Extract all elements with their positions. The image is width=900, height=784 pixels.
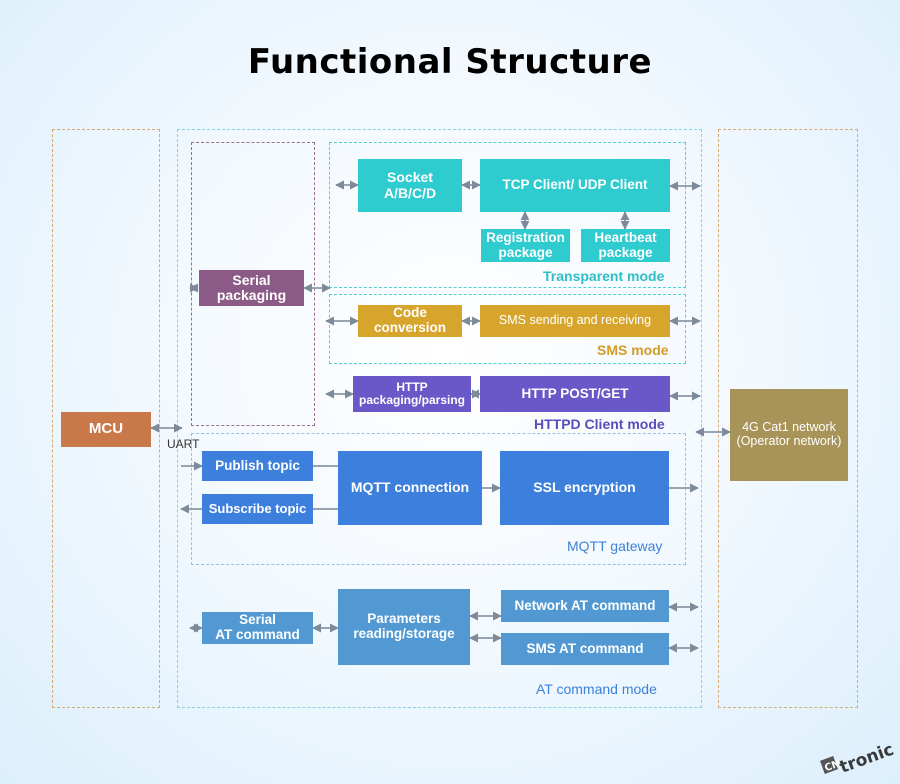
tcp-udp-client-box: TCP Client/ UDP Client: [480, 159, 670, 212]
network-at-command-label: Network AT command: [514, 597, 656, 613]
uart-label: UART: [167, 437, 200, 451]
socket-line2: A/B/C/D: [383, 184, 437, 201]
mqtt-connection-box: MQTT connection: [338, 451, 482, 525]
tcp-udp-client-label: TCP Client/ UDP Client: [502, 177, 648, 193]
at-command-mode-label: AT command mode: [536, 681, 657, 697]
mqtt-gateway-frame: [191, 433, 686, 565]
transparent-mode-frame: [329, 142, 686, 288]
code-conversion-line1: Code: [393, 305, 427, 321]
network-frame: [718, 129, 858, 708]
parameters-line1: Parameters: [367, 611, 441, 627]
network-line2: (Operator network): [736, 434, 842, 448]
code-conversion-line2: conversion: [373, 320, 447, 335]
mcu-box: MCU: [61, 412, 151, 447]
http-packaging-line2: packaging/parsing: [358, 393, 466, 407]
sms-sending-box: SMS sending and receiving: [480, 305, 670, 337]
mcu-label: MCU: [88, 420, 124, 438]
network-box: 4G Cat1 network (Operator network): [730, 389, 848, 481]
httpd-client-mode-label: HTTPD Client mode: [534, 416, 665, 432]
module-frame: [177, 129, 702, 708]
registration-package-box: Registration package: [481, 229, 570, 262]
parameters-line2: reading/storage: [353, 626, 455, 641]
serial-packaging-line1: Serial: [232, 271, 271, 288]
serial-at-line1: Serial: [239, 612, 276, 628]
heartbeat-line2: package: [598, 244, 653, 260]
ssl-encryption-label: SSL encryption: [533, 479, 636, 496]
serial-at-line2: AT command: [215, 627, 300, 642]
cntronic-logo: CN tronic: [820, 740, 897, 778]
sms-sending-label: SMS sending and receiving: [498, 313, 652, 328]
svg-text:tronic: tronic: [837, 740, 897, 778]
serial-packaging-line2: packaging: [216, 287, 287, 303]
subscribe-topic-label: Subscribe topic: [208, 500, 307, 516]
network-line1: 4G Cat1 network: [742, 420, 836, 435]
mqtt-gateway-label: MQTT gateway: [567, 538, 663, 554]
mcu-frame: [52, 129, 160, 708]
ssl-encryption-box: SSL encryption: [500, 451, 669, 525]
svg-text:CN: CN: [823, 759, 842, 775]
serial-packaging-box: Serial packaging: [199, 270, 304, 306]
parameters-box: Parameters reading/storage: [338, 589, 470, 665]
socket-line1: Socket: [387, 169, 433, 186]
subscribe-topic-box: Subscribe topic: [202, 494, 313, 524]
sms-mode-frame: [329, 294, 686, 364]
heartbeat-line1: Heartbeat: [594, 229, 657, 245]
transparent-mode-label: Transparent mode: [543, 268, 665, 284]
publish-topic-label: Publish topic: [215, 457, 300, 473]
heartbeat-package-box: Heartbeat package: [581, 229, 670, 262]
registration-line2: package: [498, 244, 553, 260]
sms-at-command-label: SMS AT command: [526, 640, 644, 656]
sms-at-command-box: SMS AT command: [501, 633, 669, 665]
http-post-get-box: HTTP POST/GET: [480, 376, 670, 412]
http-packaging-line1: HTTP: [396, 379, 428, 394]
publish-topic-box: Publish topic: [202, 451, 313, 481]
code-conversion-box: Code conversion: [358, 305, 462, 337]
serial-at-command-box: Serial AT command: [202, 612, 313, 644]
registration-line1: Registration: [486, 229, 565, 245]
socket-box: Socket A/B/C/D: [358, 159, 462, 212]
network-at-command-box: Network AT command: [501, 590, 669, 622]
mqtt-connection-label: MQTT connection: [350, 479, 470, 496]
http-packaging-box: HTTP packaging/parsing: [353, 376, 471, 412]
http-post-get-label: HTTP POST/GET: [521, 385, 629, 401]
page-title: Functional Structure: [247, 42, 653, 82]
sms-mode-label: SMS mode: [597, 342, 669, 358]
